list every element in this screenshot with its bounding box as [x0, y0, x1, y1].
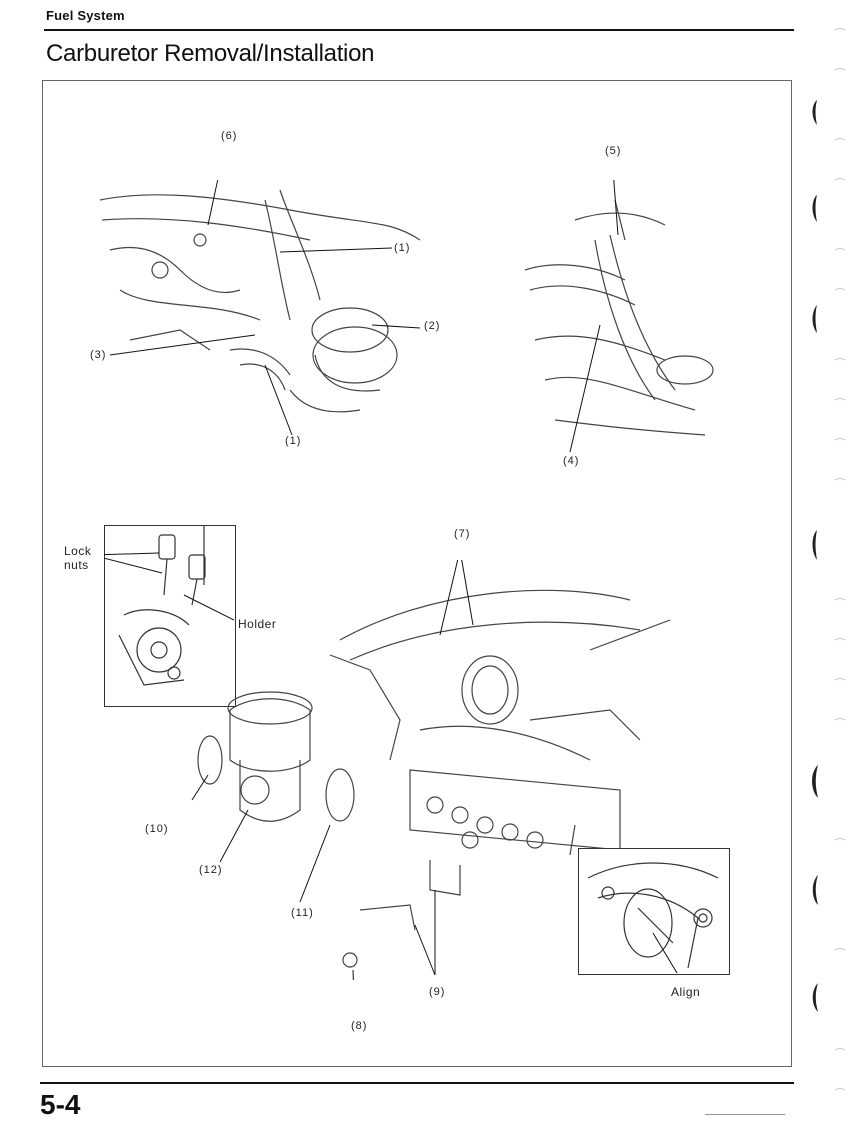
page-number: 5-4	[40, 1089, 81, 1120]
callout-9: (9)	[429, 986, 446, 998]
footer-rule	[40, 1082, 794, 1084]
upper-right-illustration	[524, 180, 714, 453]
footer-stub-line	[705, 1114, 785, 1115]
callout-align: Align	[671, 985, 701, 999]
lock-nuts-illustration	[104, 525, 234, 686]
callout-4: (4)	[563, 455, 580, 467]
align-illustration	[587, 862, 719, 973]
callout-1-lower: (1)	[285, 435, 302, 447]
callout-1-upper: (1)	[394, 242, 411, 254]
upper-left-illustration	[99, 180, 421, 436]
callout-12: (12)	[199, 864, 223, 876]
align-inset	[578, 848, 730, 975]
main-lower-illustration	[191, 560, 671, 980]
page-edge-marks	[812, 28, 846, 1091]
callout-11: (11)	[291, 907, 314, 919]
callout-10: (10)	[145, 823, 169, 835]
callout-3: (3)	[90, 349, 107, 361]
callout-6: (6)	[221, 130, 238, 142]
header-rule	[44, 29, 794, 31]
figure-frame	[42, 80, 792, 1067]
callout-holder: Holder	[238, 617, 277, 631]
page-title: Carburetor Removal/Installation	[46, 40, 375, 67]
callout-7: (7)	[454, 528, 471, 540]
callout-8: (8)	[351, 1020, 368, 1032]
section-label: Fuel System	[46, 8, 125, 23]
callout-2: (2)	[424, 320, 441, 332]
callout-lock-nuts: Lock nuts	[64, 544, 92, 572]
callout-5: (5)	[605, 145, 622, 157]
